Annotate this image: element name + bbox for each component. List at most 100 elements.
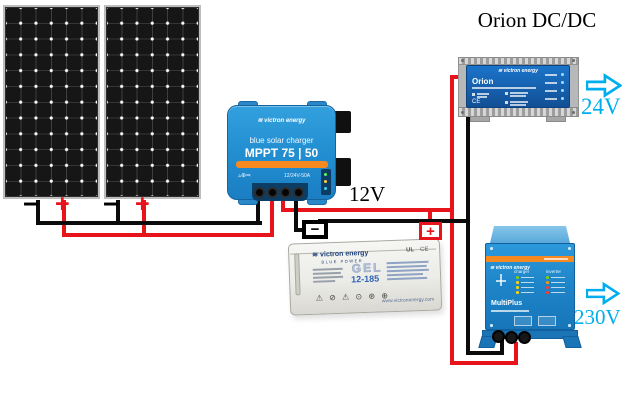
wire-pv2-positive — [142, 200, 146, 237]
solar-cells-grid — [107, 8, 198, 196]
wire-orion-positive-in — [450, 75, 464, 79]
cable-gland — [505, 331, 518, 344]
orion-converter: ≋ victron energy Orion CE — [458, 57, 579, 126]
wire-pv2-negative — [116, 200, 120, 225]
mppt-model: MPPT 75 | 50 — [244, 146, 319, 160]
screw — [572, 111, 575, 114]
cable-gland — [492, 330, 505, 343]
fine-print — [510, 104, 526, 106]
charger-led — [516, 281, 519, 284]
pv2-minus-label: − — [103, 189, 119, 219]
status-led — [561, 73, 564, 76]
mounting-foot — [470, 116, 490, 122]
inverter-led — [546, 276, 549, 279]
wire-mppt-bat-positive-drop — [281, 196, 285, 212]
led-label — [551, 281, 565, 283]
mppt-terminal-bat-plus — [280, 187, 291, 198]
mppt-terminal-recess — [252, 183, 308, 201]
cable-gland — [518, 331, 531, 344]
multiplus-inverter: ≋ victron energy charger inverter MultiP… — [478, 224, 582, 350]
pv1-minus-label: − — [23, 189, 39, 219]
wire-pv-negative-bus — [36, 221, 262, 225]
victron-wing-icon: ≋ — [490, 265, 495, 271]
led-label — [551, 286, 565, 288]
victron-logo: ≋ victron energy — [228, 117, 335, 124]
screw — [572, 59, 575, 62]
solar-cells-grid — [6, 8, 97, 196]
charger-led — [516, 276, 519, 279]
mppt-ve-direct-port — [321, 169, 331, 195]
victron-wing-icon: ≋ — [497, 68, 503, 74]
led-label — [545, 74, 557, 76]
led-label — [545, 98, 557, 100]
fine-print — [477, 96, 487, 98]
inverter-output-label: 230V — [574, 305, 621, 329]
victron-wing-icon: ≋ — [312, 251, 319, 259]
wire-multiplus-positive-in — [514, 342, 518, 365]
led-label — [521, 281, 534, 283]
spec-marker — [505, 101, 508, 104]
multiplus-top-cover — [490, 226, 570, 243]
screw — [568, 247, 571, 250]
screw — [461, 59, 464, 62]
wire-mppt-pv-negative — [256, 196, 260, 225]
mppt-side-block — [334, 111, 351, 133]
victron-logo: ≋ victron energy — [490, 265, 530, 271]
led-label — [521, 291, 534, 293]
status-led — [324, 180, 327, 183]
victron-wing-icon: ≋ — [257, 118, 263, 124]
mounting-foot — [562, 336, 582, 348]
wire-negative-riser — [466, 88, 470, 355]
screw — [568, 324, 571, 327]
inverter-led — [546, 291, 549, 294]
input-marker — [472, 93, 475, 96]
led-label — [551, 291, 565, 293]
bus-voltage-label: 12V — [349, 182, 386, 206]
battery-model: 12-185 — [350, 273, 380, 285]
brand-text: victron energy — [503, 68, 539, 74]
mppt-terminal-bat-minus — [293, 187, 304, 198]
wire-multiplus-negative-run — [466, 351, 504, 355]
led-label — [521, 286, 534, 288]
pv1-plus-label: + — [55, 190, 70, 218]
wire-positive-bus-12v — [281, 208, 454, 212]
led-label — [521, 276, 534, 278]
brand-text: victron energy — [495, 265, 531, 271]
charger-led — [516, 286, 519, 289]
victron-logo: ≋ victron energy — [467, 68, 569, 74]
mppt-spec: 12/24V-50A — [284, 173, 311, 179]
battery-type-icons: ▵⊕⫤ — [238, 173, 251, 179]
wire-battery-positive-branch — [428, 208, 432, 228]
info-box — [514, 316, 532, 326]
wire-pv1-negative — [36, 200, 40, 225]
fine-print — [510, 95, 526, 97]
wire-mppt-bat-negative-drop — [294, 196, 298, 232]
mppt-product-name: blue solar charger — [249, 136, 314, 145]
wire-pv1-positive — [62, 200, 66, 237]
wire-mppt-pv-positive — [270, 196, 274, 237]
multiplus-front-panel: ≋ victron energy charger inverter MultiP… — [485, 243, 575, 330]
pv2-plus-label: + — [135, 190, 150, 218]
charger-led — [516, 291, 519, 294]
info-box — [538, 316, 556, 326]
screw — [490, 324, 493, 327]
solar-panel-2 — [104, 5, 201, 199]
mppt-terminal-pv-minus — [254, 187, 265, 198]
mppt-side-block — [334, 158, 351, 186]
arrow-right-icon — [586, 281, 620, 306]
wire-multiplus-positive-run — [450, 361, 518, 365]
inverter-led — [546, 286, 549, 289]
ul-mark: UL — [406, 247, 415, 254]
ce-mark: CE — [472, 99, 481, 105]
inverter-led — [546, 281, 549, 284]
inverter-column-label: inverter — [546, 269, 562, 274]
status-led — [324, 187, 327, 190]
fine-print — [510, 101, 528, 103]
solar-panel-1 — [3, 5, 100, 199]
wire-pv-positive-bus — [62, 233, 274, 237]
orange-stripe — [236, 161, 328, 168]
fine-print — [477, 93, 489, 95]
wire-negative-bus — [318, 219, 470, 223]
status-led — [561, 89, 564, 92]
